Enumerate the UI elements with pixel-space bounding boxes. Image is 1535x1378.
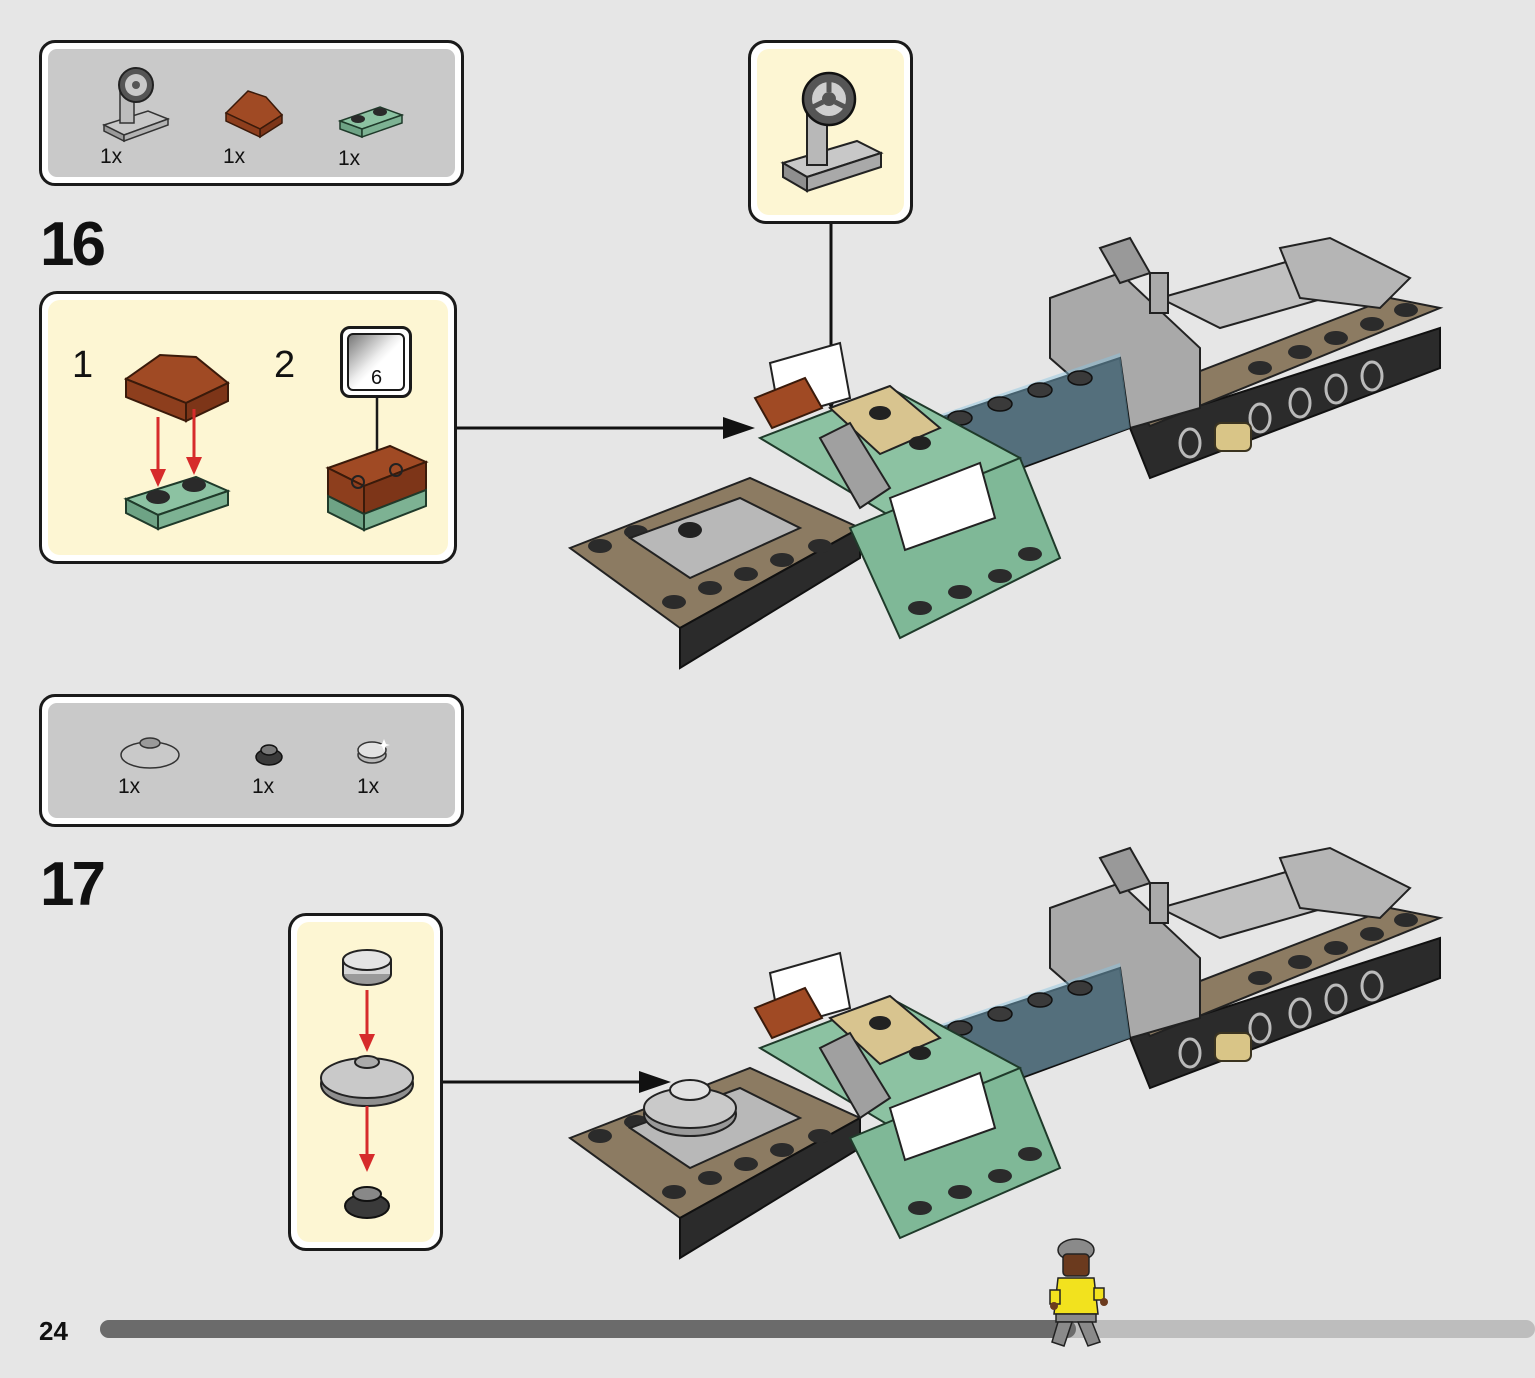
parts-list-step-17: 1x 1x 1x	[39, 694, 464, 827]
sticker-number: 6	[371, 367, 383, 389]
part-qty: 1x	[118, 775, 141, 798]
minifigure-progress-icon	[1049, 1238, 1108, 1347]
parts-list-step-16: 1x 1x 1x	[39, 40, 464, 186]
grey-dish-part-icon	[120, 737, 180, 769]
substep-2-illustration	[325, 444, 429, 532]
arrow-subassembly-to-model	[457, 417, 755, 439]
part-qty: 1x	[357, 775, 380, 798]
step-number: 17	[40, 850, 106, 919]
dark-round-plate-part-icon	[255, 744, 283, 766]
green-plate-part-icon	[337, 106, 405, 139]
step-number: 16	[40, 210, 106, 279]
part-qty: 1x	[100, 145, 123, 168]
model-assembly-step-17	[567, 846, 1444, 1260]
steering-wheel-part-icon	[102, 67, 171, 143]
sticker-badge: 6	[340, 326, 412, 398]
substep-number: 2	[274, 344, 296, 386]
part-qty: 1x	[223, 145, 246, 168]
brown-slope-part-icon	[224, 90, 284, 139]
sub-assembly-callout-step-17	[288, 913, 443, 1251]
stack-illustration	[320, 949, 414, 1219]
substep-1-illustration	[123, 353, 231, 531]
pearl-tile-part-icon	[357, 739, 390, 764]
steering-wheel-callout	[748, 40, 913, 224]
part-qty: 1x	[252, 775, 275, 798]
model-assembly-step-16	[567, 236, 1444, 670]
arrow-stack-to-model	[443, 1071, 671, 1093]
steering-wheel-icon	[780, 71, 884, 193]
progress-fill	[100, 1320, 1076, 1338]
page-number: 24	[39, 1316, 68, 1346]
substep-number: 1	[72, 344, 94, 386]
part-qty: 1x	[338, 147, 361, 170]
sub-assembly-callout-step-16: 1 2 6	[39, 291, 457, 564]
parts-panel	[48, 703, 455, 818]
